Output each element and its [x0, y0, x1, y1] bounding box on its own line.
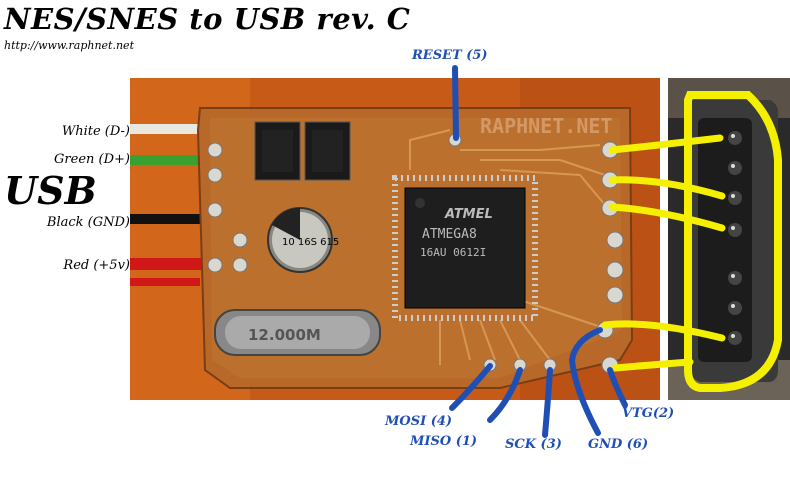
annotation-arrows	[449, 65, 628, 438]
page-title: NES/SNES to USB rev. C	[4, 2, 411, 36]
wire-label-black: Black (GND)	[46, 215, 130, 230]
crystal-text: 12.000M	[248, 326, 321, 344]
mosi-arrow	[449, 363, 493, 411]
usb-heading: USB	[4, 168, 97, 213]
gnd-arrow	[568, 327, 603, 436]
usb-wires	[130, 124, 225, 286]
miso-arrow	[487, 367, 523, 423]
silkscreen-text: RAPHNET.NET	[480, 114, 612, 138]
wire-label-white: White (D-)	[61, 124, 130, 139]
pin-label-miso: MISO (1)	[410, 434, 478, 449]
site-url: http://www.raphnet.net	[4, 39, 134, 52]
pin-label-mosi: MOSI (4)	[385, 414, 453, 429]
chip	[404, 187, 526, 309]
vtg-arrow	[607, 367, 628, 408]
sck-arrow	[542, 367, 553, 438]
chip-code: 16AU 0612I	[420, 246, 486, 259]
reset-arrow	[452, 65, 459, 141]
pin-label-gnd: GND (6)	[588, 437, 649, 452]
capacitor-text: 10 16S 615	[282, 237, 339, 248]
connector-outline	[684, 91, 782, 392]
chip-pins	[392, 175, 538, 321]
yellow-wires	[601, 134, 726, 372]
wire-label-red: Red (+5v)	[63, 258, 130, 273]
pin-label-reset: RESET (5)	[412, 48, 488, 63]
chip-model: ATMEGA8	[422, 227, 477, 242]
chip-brand: ATMEL	[444, 207, 493, 222]
pin-label-sck: SCK (3)	[505, 437, 562, 452]
pin-label-vtg: VTG(2)	[622, 406, 675, 421]
connector-pins	[728, 131, 742, 345]
wire-label-green: Green (D+)	[54, 152, 130, 167]
